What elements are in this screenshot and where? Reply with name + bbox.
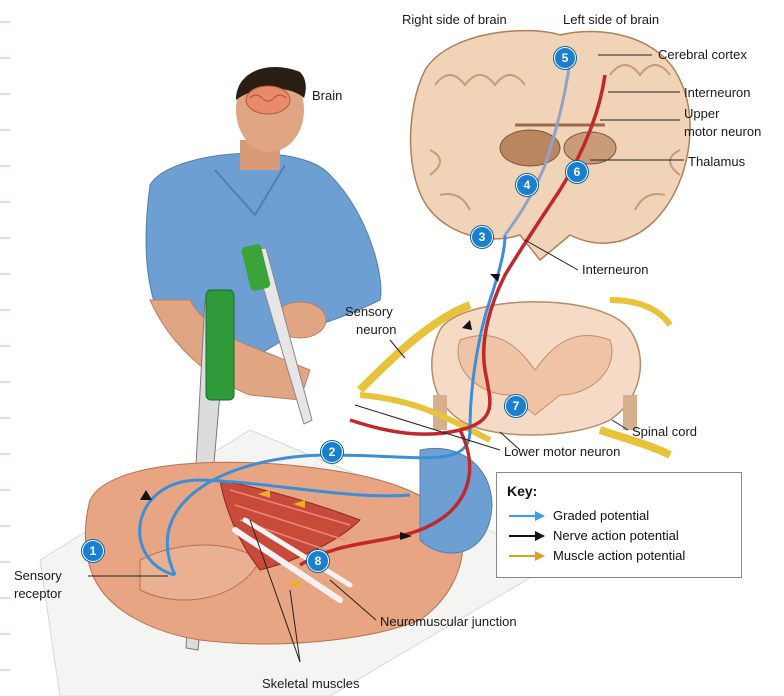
step-badge-5: 5	[554, 47, 576, 69]
label-sensory-receptor-line2: receptor	[14, 586, 62, 601]
label-upper-motor-neuron-line2: motor neuron	[684, 124, 761, 139]
label-brain: Brain	[312, 88, 342, 103]
key-label-graded-potential: Graded potential	[553, 508, 649, 523]
step-badge-4: 4	[516, 174, 538, 196]
label-left-side-of-brain: Left side of brain	[563, 12, 659, 27]
label-cerebral-cortex: Cerebral cortex	[658, 47, 747, 62]
label-interneuron-lower: Interneuron	[582, 262, 649, 277]
label-sensory-neuron-line2: neuron	[356, 322, 396, 337]
key-legend: Key: Graded potential Nerve action poten…	[496, 472, 742, 578]
key-title: Key:	[507, 483, 537, 499]
graded-potential-arrow-icon	[507, 509, 547, 523]
step-badge-6: 6	[566, 161, 588, 183]
label-skeletal-muscles: Skeletal muscles	[262, 676, 360, 691]
label-sensory-neuron-line1: Sensory	[345, 304, 393, 319]
label-neuromuscular-junction: Neuromuscular junction	[380, 614, 517, 629]
label-sensory-receptor-line1: Sensory	[14, 568, 62, 583]
label-lower-motor-neuron: Lower motor neuron	[504, 444, 620, 459]
label-interneuron-upper: Interneuron	[684, 85, 751, 100]
step-badge-7: 7	[505, 395, 527, 417]
step-badge-2: 2	[321, 441, 343, 463]
nerve-action-potential-arrow-icon	[507, 529, 547, 543]
label-thalamus: Thalamus	[688, 154, 745, 169]
head-brain-icon	[246, 86, 290, 114]
key-label-muscle-action-potential: Muscle action potential	[553, 548, 685, 563]
label-spinal-cord: Spinal cord	[632, 424, 697, 439]
muscle-action-potential-arrow-icon	[507, 549, 547, 563]
step-badge-8: 8	[307, 550, 329, 572]
step-badge-3: 3	[471, 226, 493, 248]
key-label-nerve-action-potential: Nerve action potential	[553, 528, 679, 543]
label-upper-motor-neuron-line1: Upper	[684, 106, 719, 121]
label-right-side-of-brain: Right side of brain	[402, 12, 507, 27]
step-badge-1: 1	[82, 540, 104, 562]
